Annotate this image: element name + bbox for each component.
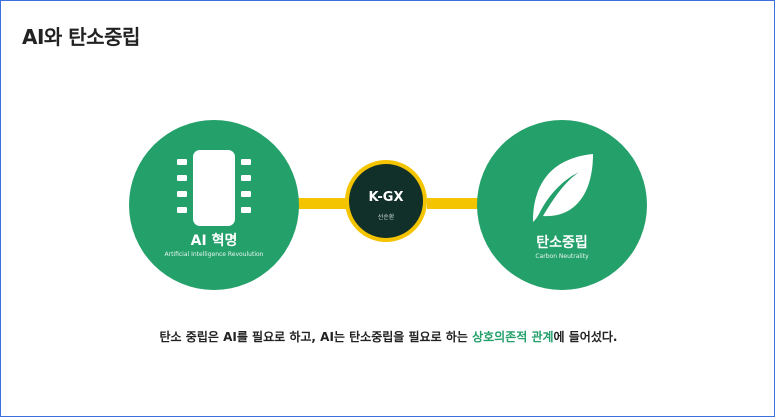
carbon-node-title: 탄소중립 — [536, 235, 588, 251]
caption-text-before: 탄소 중립은 AI를 필요로 하고, AI는 탄소중립을 필요로 하는 — [159, 330, 473, 344]
caption-highlight: 상호의존적 관계 — [472, 330, 554, 344]
carbon-node-subtitle: Carbon Neutrality — [535, 253, 589, 260]
ai-revolution-node: AI 혁명 Artificial Intelligence Revoulutio… — [129, 120, 299, 290]
carbon-neutrality-node: 탄소중립 Carbon Neutrality — [477, 120, 647, 290]
ai-node-subtitle: Artificial Intelligence Revoulution — [164, 251, 264, 258]
kgx-hub-inner: K-GX 선순환 — [349, 164, 423, 238]
slide-title: AI와 탄소중립 — [22, 25, 140, 49]
hub-title: K-GX — [368, 190, 404, 205]
chip-icon — [177, 150, 251, 226]
ai-node-title: AI 혁명 — [190, 233, 238, 249]
slide-caption: 탄소 중립은 AI를 필요로 하고, AI는 탄소중립을 필요로 하는 상호의존… — [1, 328, 775, 345]
right-connector-bar — [427, 198, 487, 209]
kgx-hub-node: K-GX 선순환 — [345, 160, 427, 242]
left-connector-bar — [289, 198, 351, 209]
hub-subtitle: 선순환 — [377, 214, 395, 221]
caption-text-after: 에 들어섰다. — [553, 330, 618, 344]
leaf-icon — [533, 154, 593, 222]
